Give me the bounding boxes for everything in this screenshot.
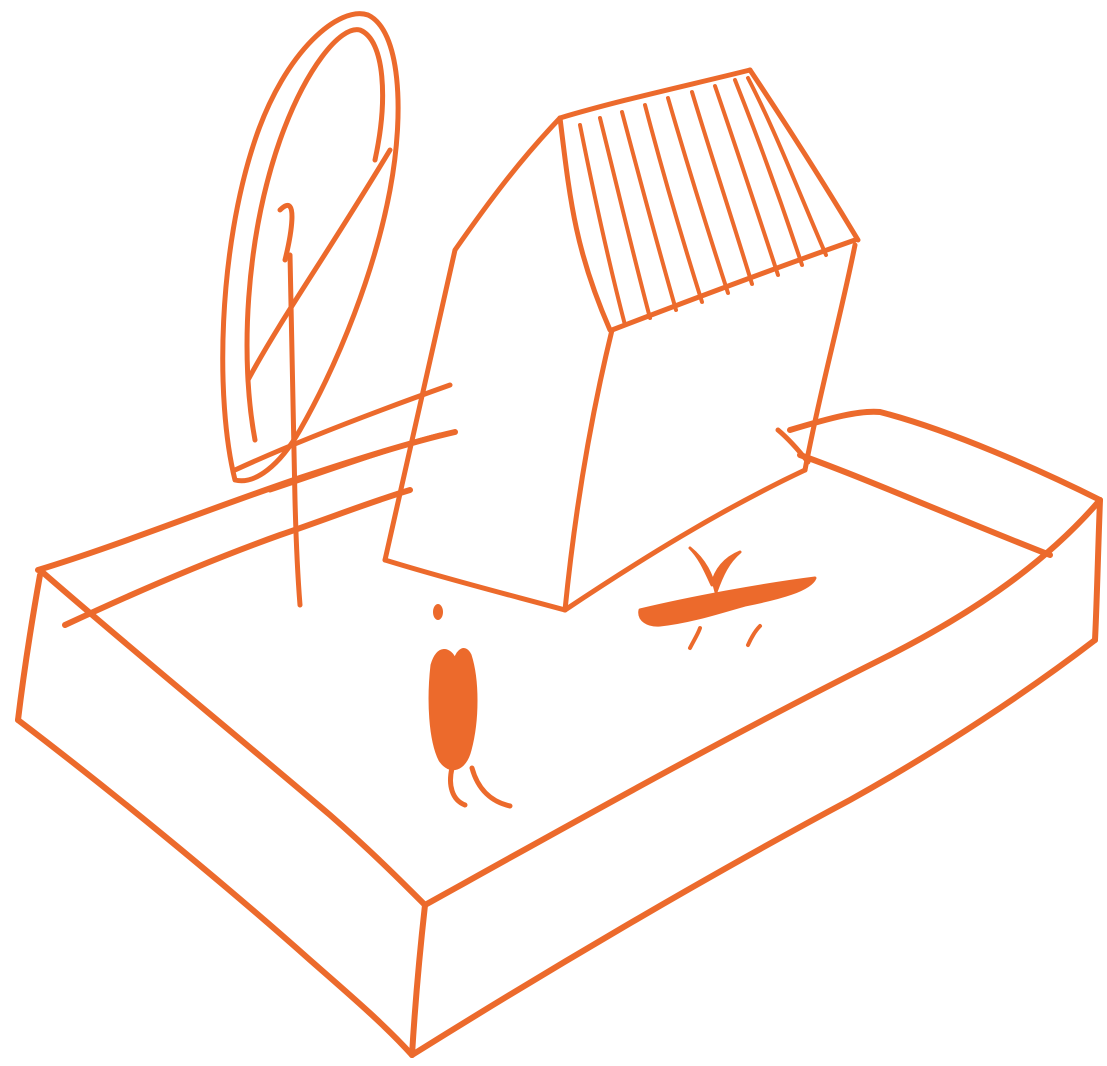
base-platform: [18, 412, 1100, 1055]
figure-leg-right: [472, 768, 510, 806]
figure-head: [433, 604, 443, 620]
platform-right-side: [1095, 500, 1100, 640]
platform-bottom-right-edge: [412, 640, 1095, 1055]
bird-foot-right: [748, 626, 760, 645]
house-gable-left: [385, 118, 560, 560]
platform-inner-lip-left: [65, 490, 410, 625]
platform-top-front-edge: [40, 570, 425, 905]
platform-top-back-edge: [790, 412, 1100, 500]
house-gable-bottom: [385, 560, 565, 610]
house: [385, 70, 858, 610]
house-wall-tick: [778, 430, 808, 462]
tree-canopy-inner: [247, 30, 383, 440]
tree-cross-line-1: [235, 385, 450, 470]
figure-leg-left: [451, 768, 465, 805]
bird: [640, 548, 815, 648]
platform-left-side: [18, 575, 40, 720]
tree-scribble-2: [280, 205, 292, 260]
house-roof-stripes: [580, 78, 826, 325]
platform-bottom-left-edge: [18, 720, 412, 1055]
house-roof-end: [750, 70, 858, 240]
platform-inner-lip-right: [800, 455, 1050, 555]
figure-body: [430, 650, 476, 769]
platform-front-corner: [412, 905, 425, 1055]
house-wall-front-corner: [565, 330, 612, 610]
bird-foot-left: [690, 628, 700, 648]
bird-body: [640, 578, 815, 625]
bird-wing: [690, 548, 740, 592]
house-wall-right-edge: [805, 245, 855, 470]
standing-figure: [430, 604, 510, 806]
